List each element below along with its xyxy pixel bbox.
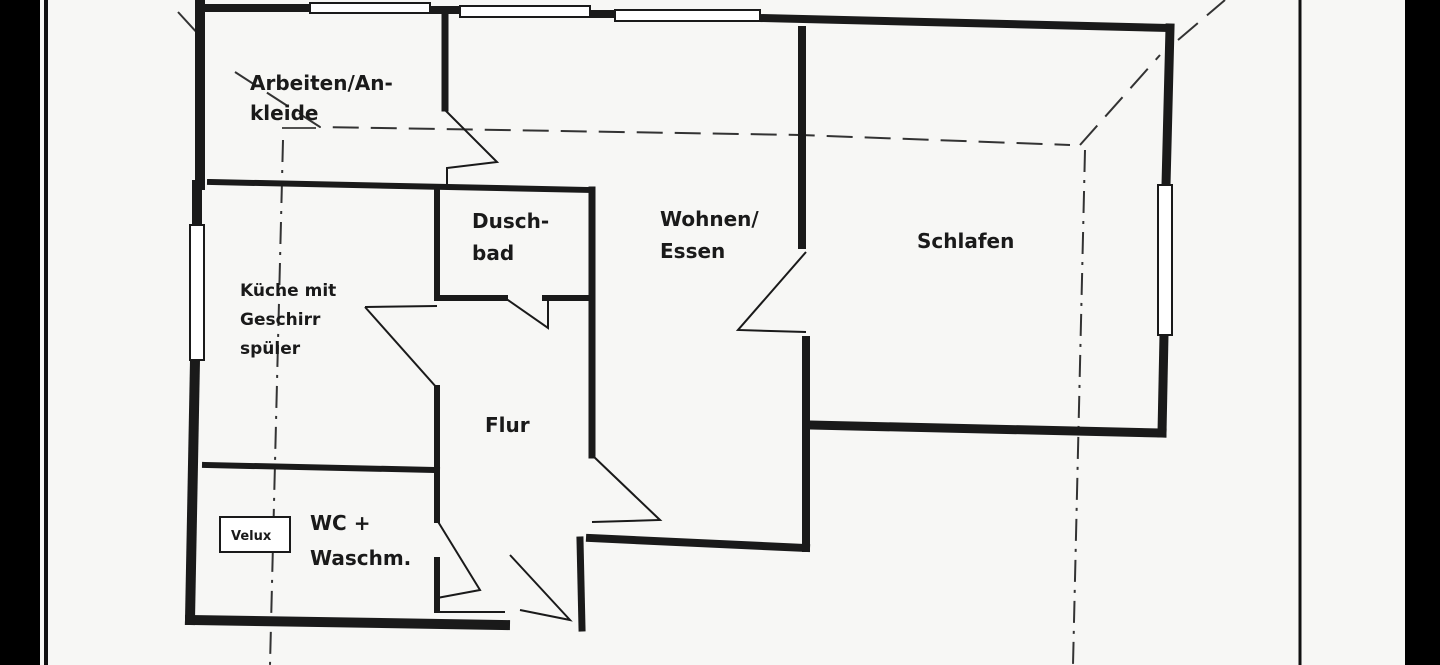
- velux-skylight: [219, 516, 291, 553]
- paper-sheet: [40, 0, 1410, 665]
- windows: [189, 2, 1173, 361]
- room-label-arbeiten: Arbeiten/An- kleide: [250, 71, 400, 125]
- knee-wall-lines: [269, 139, 1086, 665]
- room-label-schlafen: Schlafen: [917, 229, 1014, 253]
- door-swings: [364, 109, 807, 622]
- outer-walls: [184, 0, 1175, 631]
- inner-walls: [201, 11, 596, 632]
- roof-slope-lines: [177, 0, 1226, 146]
- room-label-wohnen: Wohnen/ Essen: [660, 207, 766, 263]
- room-label-flur: Flur: [485, 413, 530, 437]
- velux-label: Velux: [231, 529, 272, 544]
- right-frame: [1405, 0, 1440, 665]
- room-label-duschbad: Dusch- bad: [472, 209, 556, 265]
- room-label-kueche: Küche mit Geschirr spüler: [240, 281, 342, 359]
- room-label-wc: WC + Waschm.: [310, 511, 411, 570]
